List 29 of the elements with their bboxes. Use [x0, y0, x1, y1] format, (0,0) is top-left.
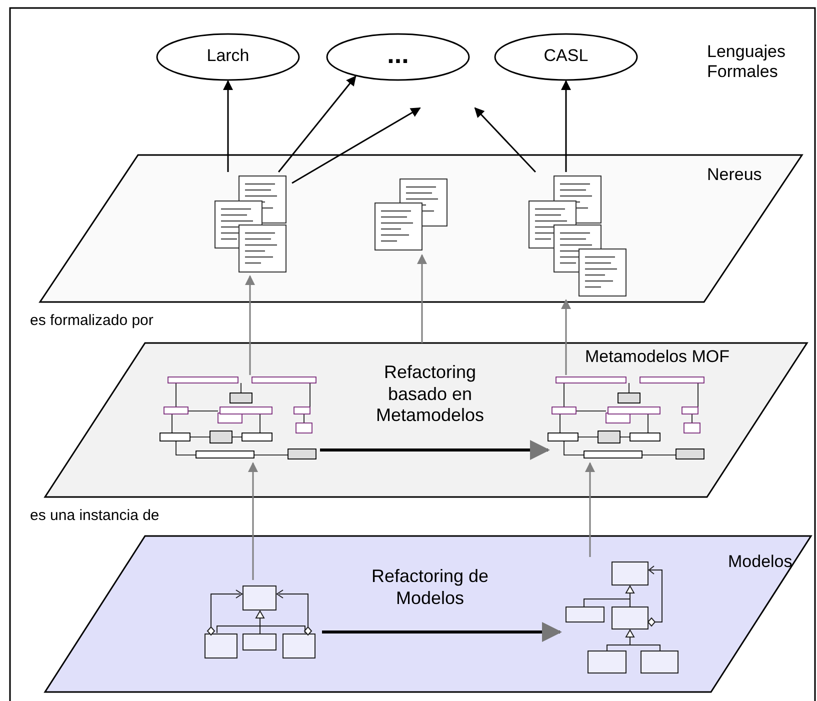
parallelogram-plane: [45, 343, 807, 497]
relation-label: es una instancia de: [30, 507, 160, 525]
parallelogram-plane: [45, 536, 811, 692]
plane-label: Nereus: [707, 165, 762, 186]
layer-caption: Lenguajes Formales: [707, 42, 786, 83]
arrow: [585, 462, 595, 557]
ellipse-node: [326, 33, 470, 81]
ellipse-node: [156, 33, 300, 81]
node-label: CASL: [542, 46, 590, 66]
edge-label: Refactoring basado en Metamodelos: [374, 362, 486, 427]
parallelogram-plane: [40, 155, 802, 302]
arrow: [322, 622, 562, 642]
arrow: [278, 76, 356, 172]
arrow: [292, 107, 421, 184]
plane-label: Modelos: [728, 552, 792, 572]
arrow: [417, 254, 427, 343]
edge-label: Refactoring de Modelos: [370, 566, 490, 610]
arrow: [474, 107, 536, 173]
arrow: [248, 462, 258, 580]
plane-label: Metamodelos MOF: [585, 347, 730, 368]
arrow: [320, 440, 550, 460]
node-label: ...: [386, 39, 410, 70]
relation-label: es formalizado por: [30, 312, 154, 330]
arrow: [223, 80, 233, 172]
arrow: [561, 80, 571, 172]
ellipse-node: [494, 33, 638, 81]
arrow: [561, 299, 571, 375]
node-label: Larch: [206, 46, 250, 66]
arrow: [245, 275, 255, 375]
